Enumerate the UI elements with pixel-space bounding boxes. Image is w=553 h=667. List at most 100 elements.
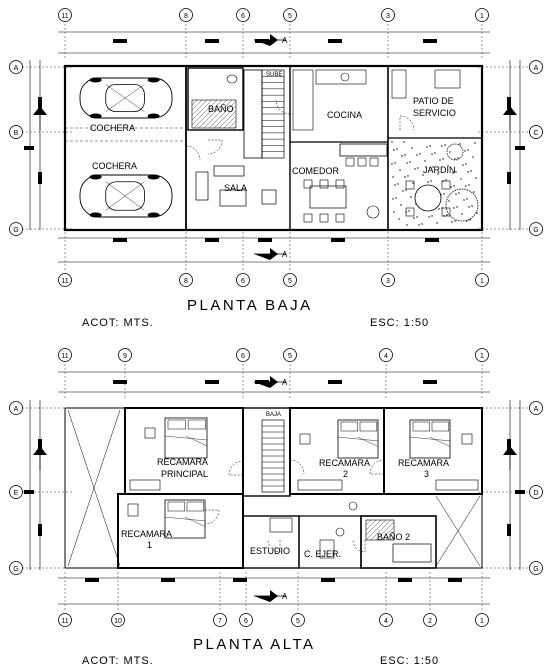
uf-axis-right-1-label: D (533, 490, 538, 497)
gf-axis-bottom-3-circle (283, 273, 297, 287)
gf-section-top-letter: A (282, 36, 288, 45)
uf-axis-left-0-label: A (14, 406, 19, 413)
label-stairs-up: SUBE (266, 72, 283, 78)
gf-axis-right-0-circle (529, 60, 543, 74)
gf-garden-gravel (395, 197, 397, 199)
gf-axis-left-0-circle (9, 60, 23, 74)
uf-exercise-machine (319, 539, 335, 559)
gf-axis-bottom-1-label: 8 (184, 278, 188, 285)
label-bathroom-2: BAÑO 2 (377, 532, 411, 542)
gf-garden-gravel (406, 224, 408, 226)
uf-dim-tick-1 (205, 380, 219, 384)
label-bedroom-3: RECAMARA (398, 458, 450, 468)
uf-stair-hall-wall (242, 407, 291, 497)
uf-axis-top-0-circle (58, 348, 72, 362)
gf-garden-gravel (403, 141, 405, 143)
gf-car-top-wheel (89, 113, 102, 119)
gf-garden-gravel (429, 167, 431, 169)
label-exercise-room: C. EJER. (304, 549, 342, 559)
gf-axis-left-0-label: A (14, 65, 19, 72)
gf-garden-gravel (422, 174, 424, 176)
gf-garden-gravel (429, 145, 431, 147)
gf-dim-tick-8 (331, 238, 345, 242)
gf-garden-gravel (467, 149, 469, 151)
uf-axis-bottom-4-circle (291, 613, 305, 627)
gf-garden-gravel (457, 157, 459, 159)
gf-axis-top-5-circle (475, 8, 489, 22)
gf-dim-vtick-3 (507, 172, 511, 184)
label-bedroom-2: RECAMARA (319, 458, 371, 468)
gf-garden-gravel (431, 215, 433, 217)
gf-garden-gravel (424, 160, 426, 162)
gf-garden-chair-3 (441, 207, 451, 217)
label-service-patio-2: SERVICIO (413, 108, 456, 118)
uf-dim-vtick-0 (38, 439, 42, 451)
gf-bathroom-tiles-line (218, 110, 237, 129)
uf-axis-bottom-3-circle (239, 613, 253, 627)
gf-garden-gravel (392, 176, 394, 178)
uf-dim-vtick-3 (507, 524, 511, 536)
gf-bathroom-tiles-line (191, 99, 208, 116)
gf-garden-gravel (470, 170, 472, 172)
gf-garden-gravel (464, 150, 466, 152)
uf-axis-bottom-3-label: 6 (244, 618, 248, 625)
gf-garden-gravel (421, 223, 423, 225)
gf-axis-bottom-2-label: 6 (241, 278, 245, 285)
gf-garden-gravel (453, 185, 455, 187)
uf-dim-tick-6 (161, 578, 175, 582)
gf-garden-gravel (447, 165, 449, 167)
uf-dim-tick-4 (423, 380, 437, 384)
uf-light-icon (348, 501, 358, 511)
upper-floor-scale: ESC: 1:50 (380, 655, 440, 667)
label-study: ESTUDIO (250, 546, 291, 556)
gf-garden-gravel (408, 210, 410, 212)
gf-garden-gravel (417, 167, 419, 169)
uf-bedroom3-closet (435, 479, 479, 491)
gf-garden-gravel (459, 143, 461, 145)
upper-floor-title: PLANTA ALTA (193, 636, 316, 653)
gf-bathroom-tiles-line (208, 100, 237, 129)
uf-door-bath2 (352, 539, 366, 553)
gf-car-top-wheel (147, 77, 160, 83)
gf-garden-gravel (469, 219, 471, 221)
gf-dining-table (309, 185, 347, 209)
gf-garden-gravel (467, 171, 469, 173)
uf-dim-tick-8 (321, 578, 335, 582)
uf-bathroom2-tiles-line (385, 531, 395, 541)
uf-axis-right-1-circle (529, 485, 543, 499)
label-service-patio-1: PATIO DE (413, 96, 454, 106)
uf-bedroom2-bed-sheet (337, 436, 379, 442)
gf-axis-bottom-4-label: 3 (386, 278, 390, 285)
gf-dining-chair-3 (303, 213, 313, 223)
gf-garden-gravel (411, 147, 413, 149)
gf-garden-gravel (453, 207, 455, 209)
gf-axis-bottom-3-label: 5 (288, 278, 292, 285)
gf-garden-gravel (418, 224, 420, 226)
gf-garden-gravel (465, 185, 467, 187)
uf-bathroom2-tiles-line (365, 519, 372, 526)
gf-axis-bottom-2-circle (236, 273, 250, 287)
uf-bedroom3-wall (383, 407, 483, 495)
gf-garden-gravel (410, 196, 412, 198)
gf-garden-gravel (455, 171, 457, 173)
gf-car-top-wheel (147, 113, 160, 119)
gf-garden-gravel (465, 163, 467, 165)
gf-axis-bottom-0-label: 11 (61, 278, 68, 285)
gf-garden-gravel (434, 152, 436, 154)
gf-garden-gravel (449, 151, 451, 153)
uf-axis-bottom-5-circle (379, 613, 393, 627)
gf-axis-left-1-circle (9, 125, 23, 139)
ground-floor-scale: ESC: 1:50 (370, 317, 430, 329)
gf-axis-right-0-label: A (534, 65, 539, 72)
uf-axis-top-5-circle (475, 348, 489, 362)
gf-garden-gravel (472, 156, 474, 158)
uf-dim-tick-9 (398, 578, 412, 582)
gf-axis-top-1-circle (179, 8, 193, 22)
gf-garden-tree (445, 188, 479, 222)
gf-garden-gravel (439, 159, 441, 161)
uf-axis-right-2-circle (529, 561, 543, 575)
uf-bathroom2-wall (360, 515, 437, 569)
uf-axis-bottom-6-circle (423, 613, 437, 627)
label-dining: COMEDOR (292, 166, 339, 176)
uf-bathroom2-tiles-line (370, 519, 392, 541)
